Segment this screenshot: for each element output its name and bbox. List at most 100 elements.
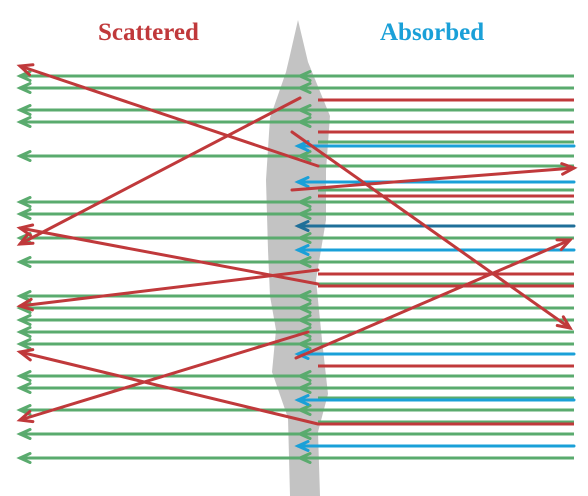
transmitted-arrow-left-2 [16,104,62,116]
transmitted-arrow-mid-6-head [296,208,312,220]
scattered-ray-2-head [16,223,35,237]
scattered-ray-5 [16,330,310,424]
scattered-ray-1-shaft [18,96,302,246]
transmitted-arrow-left-11 [16,314,62,326]
transmitted-arrow-left-9-head [16,290,32,302]
absorbed-ray-5-head [294,440,310,452]
transmitted-arrow-mid-3 [296,116,342,128]
absorbed-ray-3-head [294,348,310,360]
transmitted-arrow-mid-15-head [296,382,312,394]
transmitted-arrow-mid-10-head [296,302,312,314]
scattered-ray-7 [290,162,578,192]
transmitted-arrow-left-1-head [16,82,32,94]
transmitted-arrow-mid-8 [296,256,342,268]
transmitted-arrow-mid-4 [296,150,342,162]
absorbed-ray-2 [294,244,576,256]
transmitted-arrow-left-17 [16,428,62,440]
absorbed-ray-0 [294,140,576,152]
transmitted-arrow-left-14-head [16,370,32,382]
transmitted-arrow-left-3 [16,116,62,128]
scattered-label: Scattered [98,19,199,46]
transmitted-arrow-left-13 [16,338,62,350]
scattered-ray-3 [16,268,320,312]
transmitted-arrow-left-15 [16,382,62,394]
scattered-ray-8-shaft [294,238,572,360]
absorbed-ray-0-head [294,140,310,152]
transmitted-arrow-mid-13-head [296,338,312,350]
absorbed-label: Absorbed [380,19,485,46]
scattered-ray-6-head [555,315,574,331]
transmitted-arrow-mid-10 [296,302,342,314]
scattered-ray-6-shaft [290,130,572,330]
scattered-ray-4-shaft [18,350,320,426]
transmitted-arrow-mid-11 [296,314,342,326]
transmitted-arrow-left-14 [16,370,62,382]
scattered-rays [16,63,578,426]
transmitted-arrow-mid-1-head [296,82,312,94]
transmitted-arrow-mid-17 [296,428,342,440]
transmitted-arrow-mid-5-head [296,196,312,208]
transmitted-arrow-left-6 [16,208,62,220]
transmitted-arrow-left-5 [16,196,62,208]
transmitted-arrow-mid-0-head [296,70,312,82]
transmitted-arrow-left-9 [16,290,62,302]
scattered-ray-4-head [16,348,35,362]
transmitted-arrow-mid-18-head [296,452,312,464]
transmitted-arrow-mid-2-head [296,104,312,116]
absorbed-ray-1 [294,176,576,188]
transmitted-arrow-mid-16 [296,404,342,416]
transmitted-arrow-left-2-head [16,104,32,116]
transmitted-arrow-left-18-head [16,452,32,464]
scattered-ray-3-head [16,297,34,312]
transmitted-arrow-left-12 [16,326,62,338]
scattered-ray-6 [290,130,574,331]
transmitted-arrow-left-15-head [16,382,32,394]
scattered-ray-1-head [16,232,35,246]
scattered-ray-3-shaft [18,268,320,308]
transmitted-arrow-mid-1 [296,82,342,94]
absorbed-ray-1-head [294,176,310,188]
transmitted-arrow-left-6-head [16,208,32,220]
transmitted-arrow-mid-14-head [296,370,312,382]
transmitted-arrow-left-18 [16,452,62,464]
transmitted-arrow-mid-13 [296,338,342,350]
transmitted-arrow-mid-18 [296,452,342,464]
transmitted-arrow-left-1 [16,82,62,94]
absorbed-ray-dark-head [294,220,310,232]
transmitted-arrow-left-13-head [16,338,32,350]
scattered-ray-4 [16,348,320,426]
transmitted-arrow-mid-5 [296,196,342,208]
transmitted-arrow-left-5-head [16,196,32,208]
transmitted-arrow-mid-4-head [296,150,312,162]
scattered-ray-0-shaft [18,64,320,168]
transmitted-arrow-mid-14 [296,370,342,382]
transmitted-arrow-mid-7 [296,232,342,244]
transmitted-arrow-mid-7-head [296,232,312,244]
transmitted-arrow-mid-9-head [296,290,312,302]
scattered-ray-8 [294,238,574,360]
transmitted-arrow-mid-15 [296,382,342,394]
scattered-ray-5-head [16,409,35,424]
transmitted-arrow-left-8-head [16,256,32,268]
transmitted-arrow-mid-6 [296,208,342,220]
scattered-ray-5-shaft [18,330,310,422]
scattered-ray-7-head [560,162,578,176]
transmitted-arrow-mid-16-head [296,404,312,416]
absorbed-ray-3 [294,348,576,360]
scattered-ray-8-head [555,238,574,252]
transmitted-arrow-mid-2 [296,104,342,116]
transmitted-arrow-mid-11-head [296,314,312,326]
scattered-ray-1 [16,96,302,246]
transmitted-arrow-left-4 [16,150,62,162]
transmitted-arrow-left-12-head [16,326,32,338]
transmitted-arrow-left-8 [16,256,62,268]
scattered-ray-0 [16,63,320,168]
absorbed-rays [294,140,576,452]
transmitted-arrow-mid-8-head [296,256,312,268]
transmitted-arrow-left-4-head [16,150,32,162]
transmitted-arrow-mid-12-head [296,326,312,338]
absorbed-ray-5 [294,440,576,452]
transmitted-arrow-mid-3-head [296,116,312,128]
